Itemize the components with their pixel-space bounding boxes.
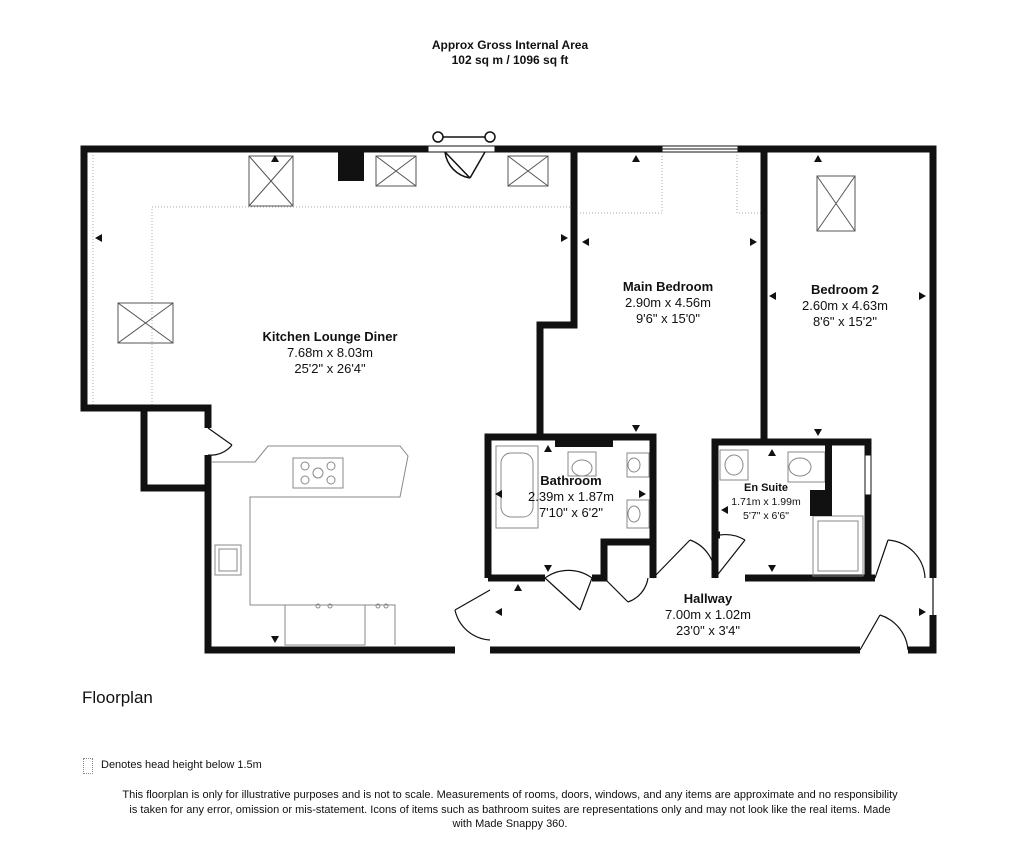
- area-value: 102 sq m / 1096 sq ft: [451, 53, 569, 67]
- room-metric: 1.71m x 1.99m: [731, 496, 801, 508]
- bathroom-walls-inner: [555, 437, 832, 516]
- legend-swatch: [83, 758, 93, 774]
- chimney-block: [338, 152, 364, 181]
- room-metric: 2.90m x 4.56m: [625, 295, 711, 310]
- room-metric: 2.39m x 1.87m: [528, 489, 614, 504]
- floorplan-label: Floorplan: [82, 688, 153, 707]
- room-name: Bathroom: [540, 473, 601, 488]
- room-main-bedroom: Main Bedroom 2.90m x 4.56m 9'6" x 15'0": [623, 279, 713, 326]
- dimension-markers: [95, 155, 926, 643]
- room-metric: 7.68m x 8.03m: [287, 345, 373, 360]
- windows: [427, 145, 872, 496]
- bathroom-fixtures: [495, 445, 864, 577]
- room-kitchen-lounge-diner: Kitchen Lounge Diner 7.68m x 8.03m 25'2"…: [262, 329, 397, 376]
- room-name: Main Bedroom: [623, 279, 713, 294]
- room-imperial: 23'0" x 3'4": [676, 623, 740, 638]
- room-metric: 2.60m x 4.63m: [802, 298, 888, 313]
- room-imperial: 25'2" x 26'4": [294, 361, 366, 376]
- room-bedroom-2: Bedroom 2 2.60m x 4.63m 8'6" x 15'2": [802, 282, 888, 329]
- room-name: En Suite: [744, 482, 788, 494]
- room-hallway: Hallway 7.00m x 1.02m 23'0" x 3'4": [665, 591, 751, 638]
- balcony-door: [432, 131, 496, 179]
- room-imperial: 8'6" x 15'2": [813, 314, 877, 329]
- room-name: Hallway: [684, 591, 733, 606]
- room-name: Kitchen Lounge Diner: [262, 329, 397, 344]
- area-title: Approx Gross Internal Area: [431, 38, 589, 52]
- room-en-suite: En Suite 1.71m x 1.99m 5'7" x 6'6": [731, 482, 801, 522]
- room-imperial: 7'10" x 6'2": [539, 505, 603, 520]
- room-metric: 7.00m x 1.02m: [665, 607, 751, 622]
- room-imperial: 5'7" x 6'6": [743, 510, 789, 522]
- doors: [207, 427, 934, 651]
- walls: [80, 145, 937, 654]
- skylights: [117, 155, 856, 344]
- legend-text: Denotes head height below 1.5m: [101, 759, 262, 771]
- disclaimer: This floorplan is only for illustrative …: [122, 789, 898, 830]
- room-bathroom: Bathroom 2.39m x 1.87m 7'10" x 6'2": [528, 473, 614, 520]
- kitchen-units: [212, 445, 409, 646]
- room-name: Bedroom 2: [811, 282, 879, 297]
- room-imperial: 9'6" x 15'0": [636, 311, 700, 326]
